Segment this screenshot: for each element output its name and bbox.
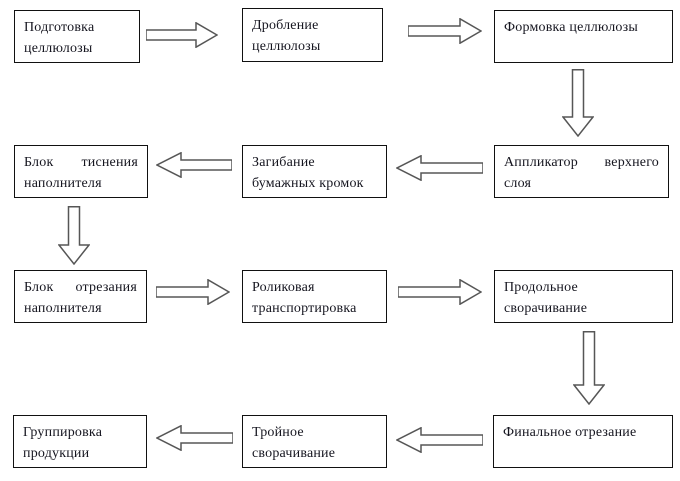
process-box-paper-edge-folding: Загибание бумажных кромок [242, 145, 387, 198]
process-box-label: Блок тиснения наполнителя [24, 155, 138, 191]
process-box-pulp-crushing: Дробление целлюлозы [242, 8, 383, 62]
arrow-left-icon [396, 155, 483, 181]
arrow-down-icon [562, 69, 594, 137]
process-box-triple-folding: Тройное сворачивание [242, 415, 387, 468]
arrow-down-icon [58, 206, 90, 265]
process-box-top-layer-applicator: Аппликатор верхнего слоя [494, 145, 669, 198]
process-box-label: Группировка продукции [23, 425, 103, 461]
process-box-label: Финальное отрезание [503, 425, 637, 440]
process-box-roller-transport: Роликовая транспортировка [242, 270, 387, 323]
arrow-left-icon [156, 152, 232, 178]
process-box-label: Роликовая транспортировка [252, 280, 357, 316]
arrow-left-icon [156, 425, 233, 451]
process-box-label: Формовка целлюлозы [504, 20, 638, 35]
process-box-filler-cutting-unit: Блок отрезания наполнителя [14, 270, 147, 323]
arrow-left-icon [396, 427, 483, 453]
arrow-right-icon [146, 22, 218, 48]
process-box-label: Продольное сворачивание [504, 280, 588, 316]
process-box-label: Загибание бумажных кромок [252, 155, 364, 191]
process-box-longitudinal-folding: Продольное сворачивание [494, 270, 673, 323]
process-box-pulp-forming: Формовка целлюлозы [494, 10, 673, 63]
process-box-label: Тройное сворачивание [252, 425, 336, 461]
process-box-final-cutting: Финальное отрезание [493, 415, 673, 468]
arrow-right-icon [156, 279, 230, 305]
arrow-down-icon [573, 331, 605, 405]
process-box-label: Подготовка целлюлозы [24, 20, 95, 56]
process-box-product-grouping: Группировка продукции [13, 415, 147, 468]
process-box-label: Аппликатор верхнего слоя [504, 155, 659, 191]
process-box-filler-embossing-unit: Блок тиснения наполнителя [14, 145, 148, 198]
arrow-right-icon [408, 18, 482, 44]
process-box-pulp-preparation: Подготовка целлюлозы [14, 10, 140, 63]
arrow-right-icon [398, 279, 482, 305]
process-box-label: Блок отрезания наполнителя [24, 280, 137, 316]
process-box-label: Дробление целлюлозы [252, 18, 321, 54]
